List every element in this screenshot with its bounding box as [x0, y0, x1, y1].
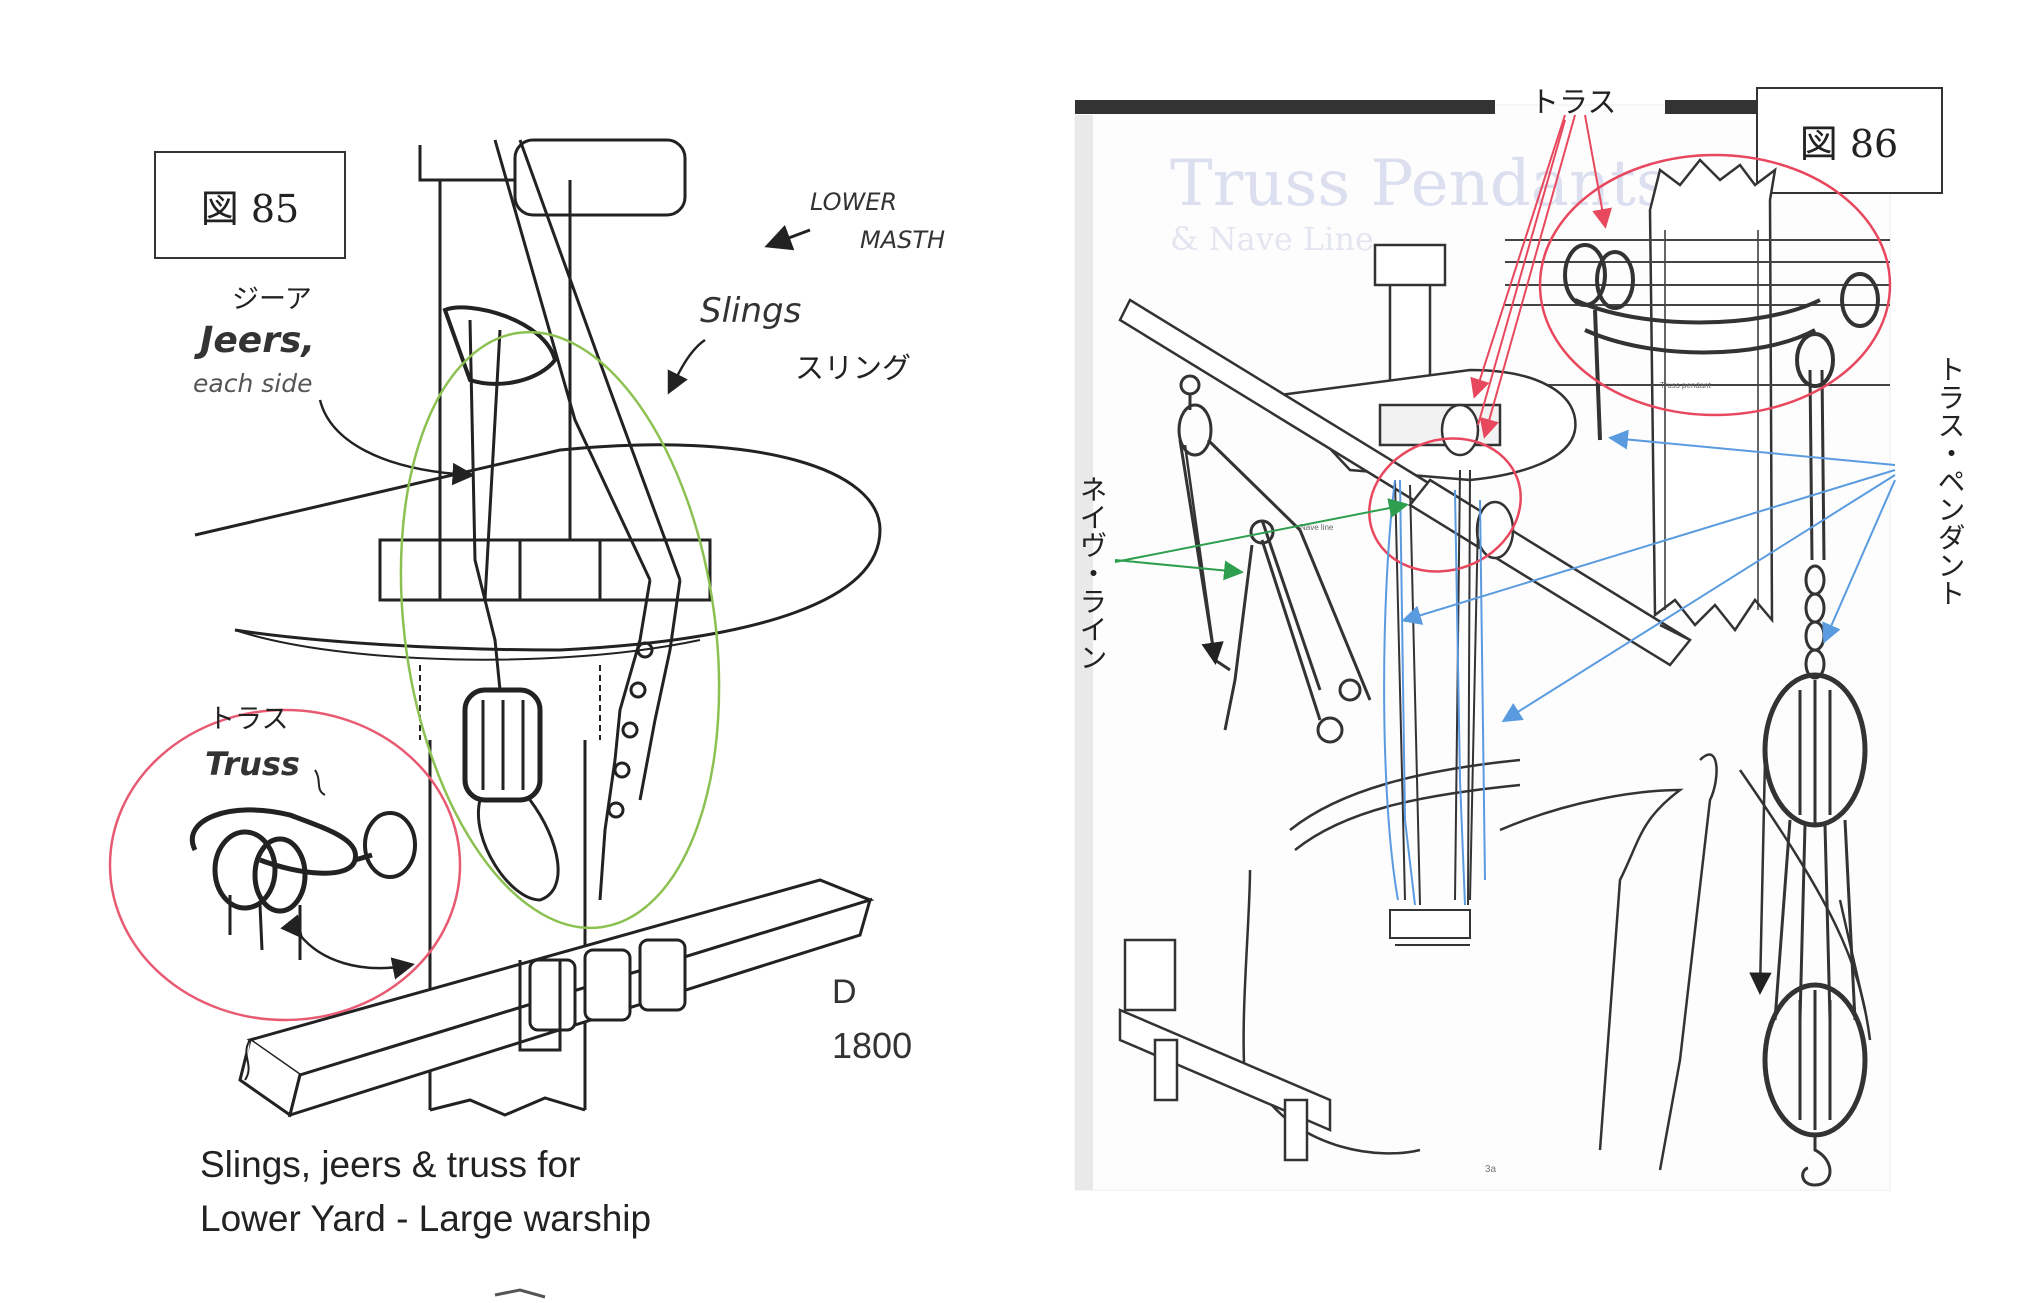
page-number: 3a	[1485, 1164, 1497, 1175]
lower-mast-label-2: MASTH	[860, 226, 945, 254]
nave-line-green-arrows	[1114, 498, 1409, 581]
truss-pendant-jp-label: トラス・ペンダント	[1934, 355, 1967, 607]
date-year: 1800	[832, 1025, 912, 1066]
fig86-truss-highlight-yard	[1368, 437, 1522, 573]
lower-mast-pointer	[764, 224, 811, 251]
caption-line-2: Lower Yard - Large warship	[200, 1198, 652, 1239]
truss-rope-wrap	[1563, 243, 1880, 441]
jeers-en-label: Jeers,	[194, 320, 315, 361]
faded-subtitle: & Nave Line	[1170, 220, 1374, 258]
truss-red-arrow-4	[1477, 119, 1566, 426]
truss-pendant-blue-arrows	[1383, 429, 1896, 906]
lower-yard	[238, 878, 875, 1118]
truss-red-arrow-3	[1584, 114, 1612, 229]
jeers-pointer	[318, 399, 475, 486]
truss-pendants-lines	[1389, 469, 1479, 946]
fig86-truss-jp-label: トラス	[1530, 85, 1616, 119]
nave-line-jp-label: ネイヴ・ライン	[1076, 475, 1109, 671]
jeers-rigging	[442, 139, 682, 902]
jeers-jp-label: ジーア	[232, 284, 312, 315]
jeers-sub-label: each side	[193, 369, 312, 398]
slings-en-label: Slings	[700, 291, 801, 331]
left-margin-shade	[1075, 115, 1093, 1190]
date-letter: D	[832, 973, 857, 1011]
truss-label-pointer	[314, 769, 326, 796]
truss-red-arrow-1	[1470, 114, 1566, 399]
bottom-fragment	[494, 1288, 546, 1299]
fig86-label-box	[1756, 87, 1943, 194]
fig86-lower-structure	[1118, 753, 1872, 1171]
fig86-label: 図 86	[1800, 122, 1898, 166]
fig85-label: 図 85	[201, 187, 299, 231]
fig86-mast	[1648, 158, 1777, 633]
lower-mast-label-1: LOWER	[810, 188, 897, 216]
truss-arrow	[280, 914, 415, 980]
fig85-label-box	[154, 151, 346, 259]
figure-85: 図 85	[108, 138, 945, 1299]
nave-line-tackle	[1177, 374, 1372, 744]
truss-en-label: Truss	[205, 745, 300, 783]
slings-pointer	[667, 338, 706, 395]
slings-jp-label: スリング	[795, 351, 911, 385]
figure-86: Truss Pendants & Nave Line 図 86	[1074, 85, 1967, 1191]
fighting-top	[194, 443, 882, 740]
fig85-caption: Slings, jeers & truss for Lower Yard - L…	[200, 1138, 920, 1246]
faded-title: Truss Pendants	[1170, 147, 1669, 221]
caption-line-1: Slings, jeers & truss for	[200, 1144, 581, 1185]
truss-jp-label: トラス	[208, 704, 288, 735]
truss-pendant-small-label: Truss pendant	[1660, 381, 1712, 390]
fig86-truss-highlight-top	[1538, 153, 1892, 417]
header-bar-left	[1075, 100, 1495, 114]
jeers-slings-highlight	[399, 330, 721, 930]
truss-red-arrow-2	[1479, 114, 1576, 439]
truss-highlight	[108, 708, 462, 1022]
nave-line-small-label: Nave line	[1300, 523, 1334, 532]
